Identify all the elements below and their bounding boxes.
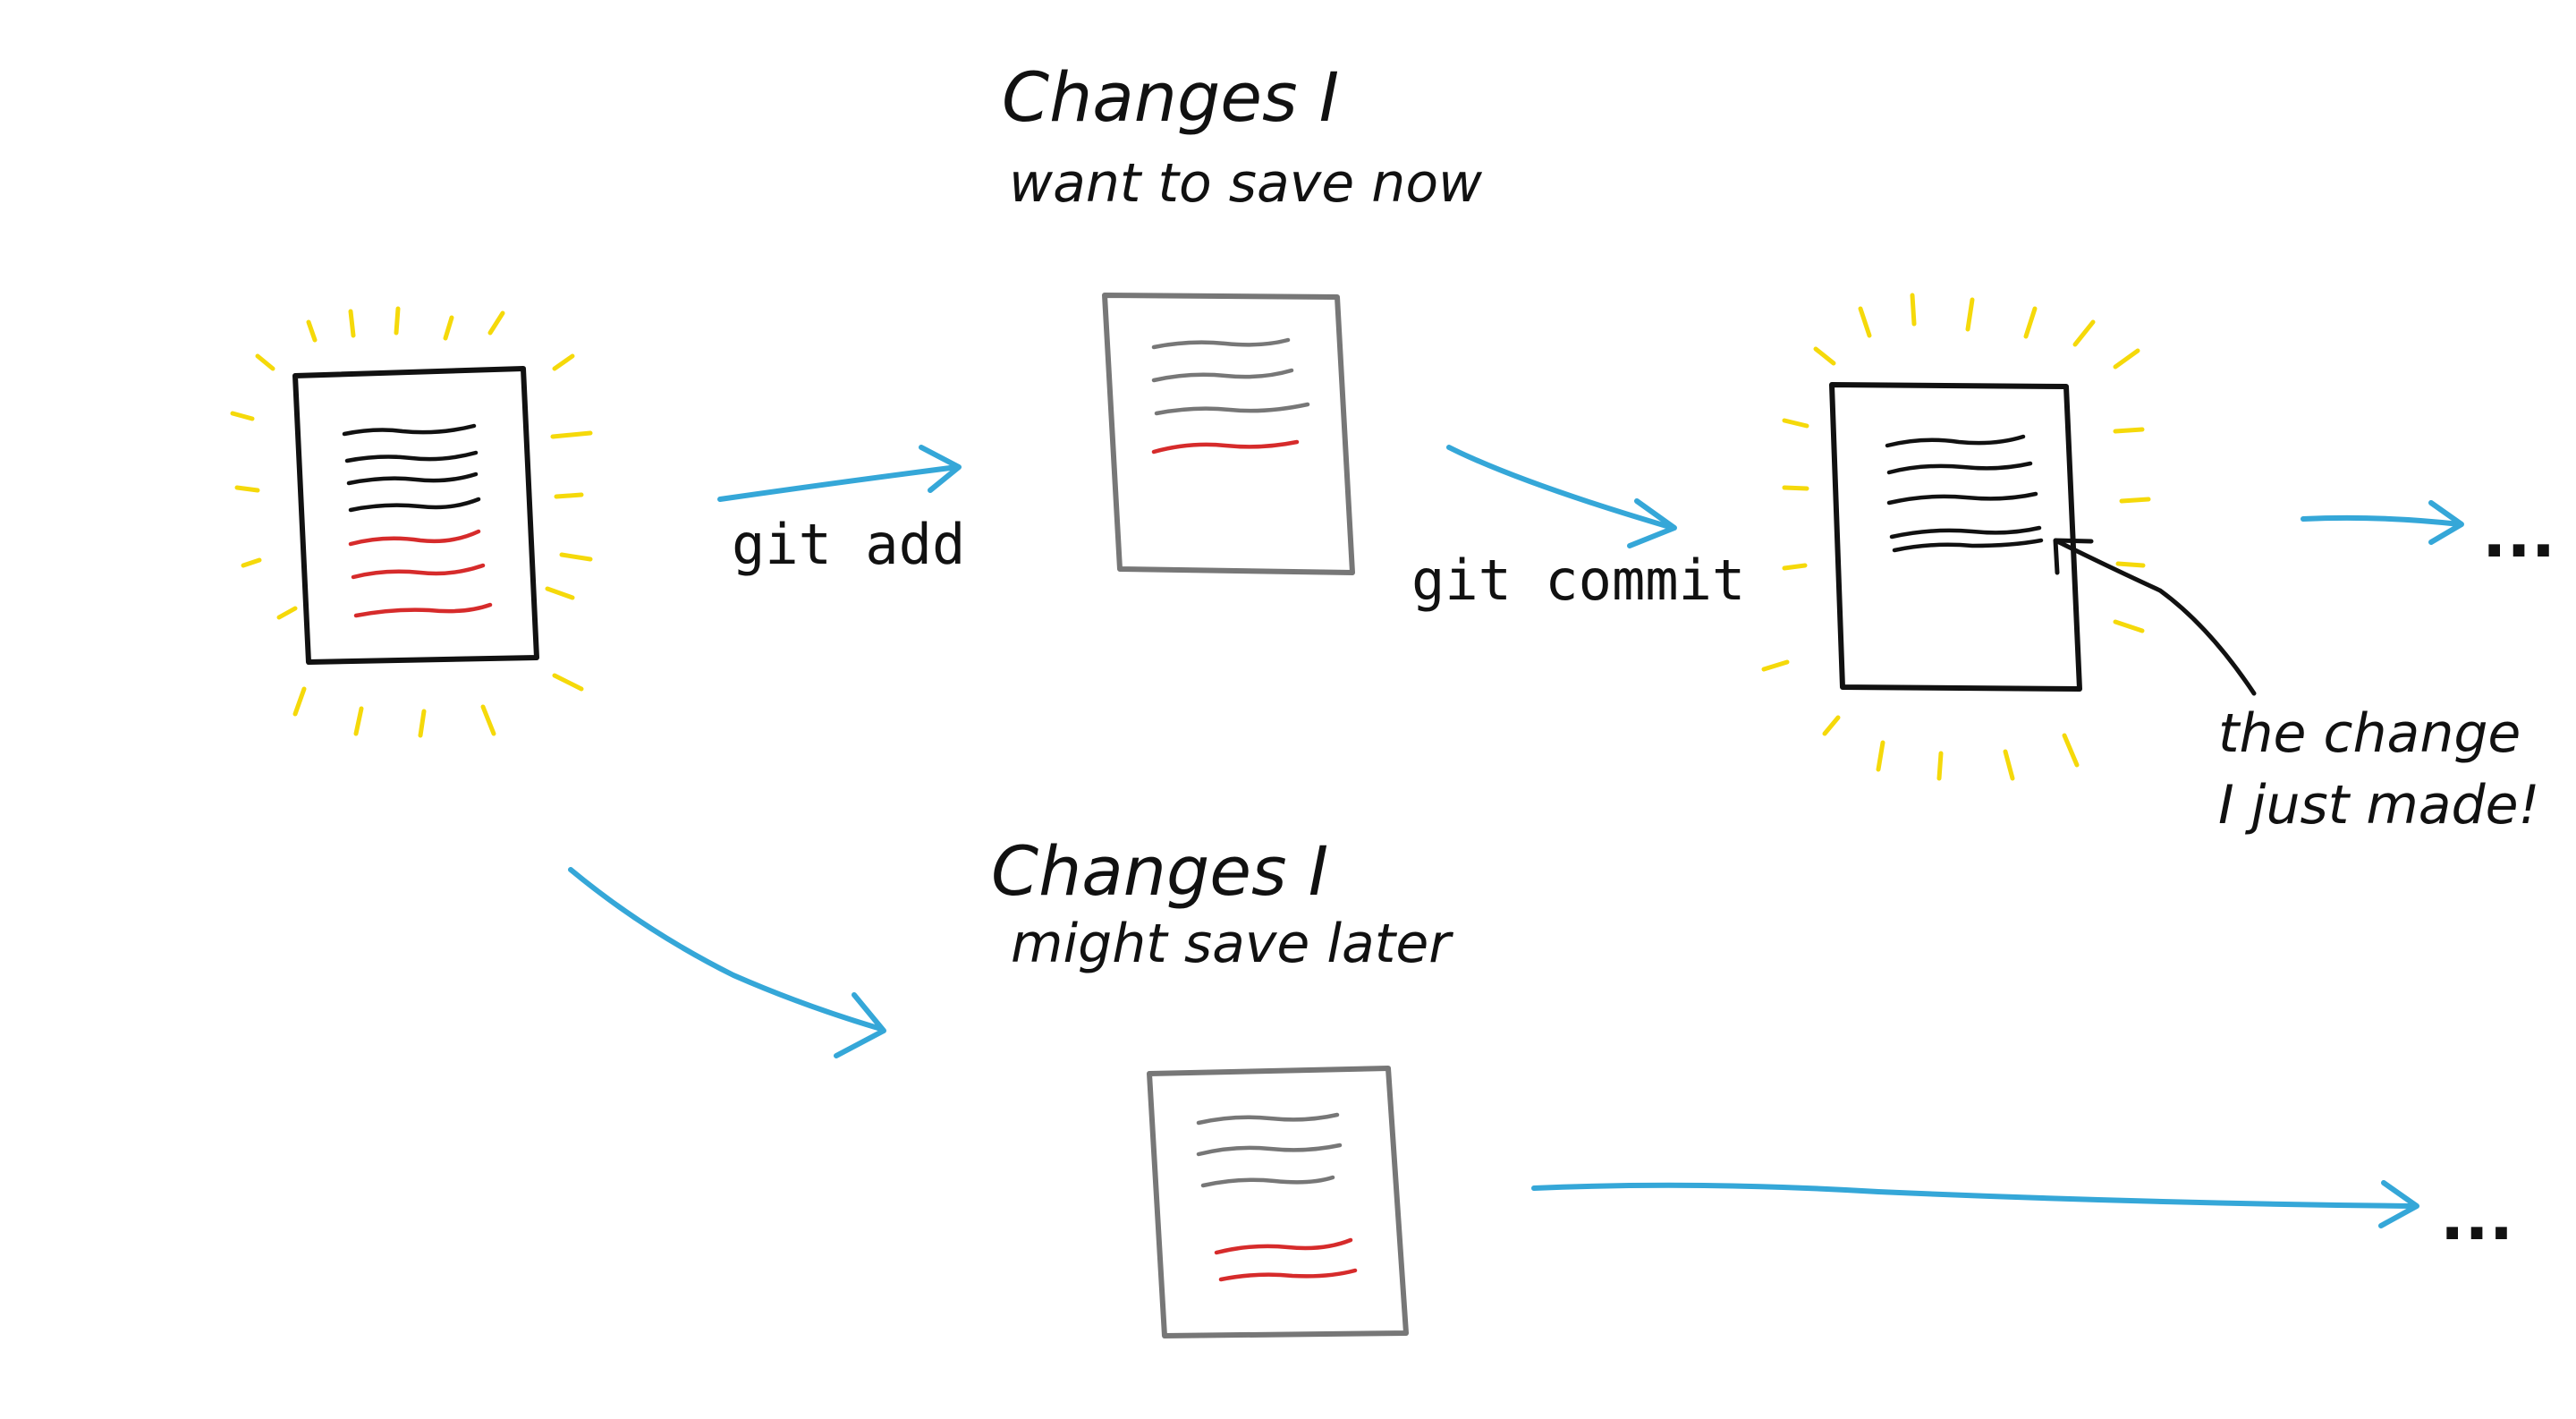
annotation-arrow bbox=[2053, 538, 2257, 696]
page-outline bbox=[1829, 382, 2082, 692]
page-outline bbox=[1102, 293, 1355, 575]
glow-rays bbox=[1761, 293, 2151, 781]
unstaged-heading-line2: might save later bbox=[1011, 913, 1453, 975]
committed-document bbox=[1761, 293, 2151, 781]
ellipsis-bottom: ... bbox=[2440, 1179, 2513, 1254]
unstaged-changes-document bbox=[1147, 1066, 1409, 1338]
git-add-arrow bbox=[717, 445, 962, 502]
page-outline bbox=[292, 366, 539, 665]
unstaged-arrow bbox=[568, 867, 886, 1058]
text-lines bbox=[1151, 337, 1310, 455]
top-continuation-arrow bbox=[2301, 500, 2464, 545]
annotation-line1: the change bbox=[2218, 702, 2521, 765]
bottom-continuation-arrow bbox=[1531, 1180, 2419, 1228]
text-lines bbox=[342, 423, 493, 618]
staged-heading-line1: Changes I bbox=[1002, 57, 1339, 137]
glow-rays bbox=[230, 306, 593, 738]
working-changes-document bbox=[230, 306, 593, 738]
staged-changes-document bbox=[1102, 293, 1355, 575]
git-commit-arrow bbox=[1446, 445, 1677, 548]
unstaged-heading-line1: Changes I bbox=[991, 831, 1328, 911]
staged-heading-line2: want to save now bbox=[1009, 152, 1483, 215]
git-commit-label: git commit bbox=[1411, 548, 1745, 613]
annotation-line2: I just made! bbox=[2218, 774, 2540, 837]
page-outline bbox=[1147, 1066, 1409, 1338]
text-lines bbox=[1196, 1112, 1358, 1282]
git-add-label: git add bbox=[732, 512, 965, 577]
text-lines bbox=[1885, 434, 2044, 553]
ellipsis-top: ... bbox=[2482, 497, 2555, 572]
